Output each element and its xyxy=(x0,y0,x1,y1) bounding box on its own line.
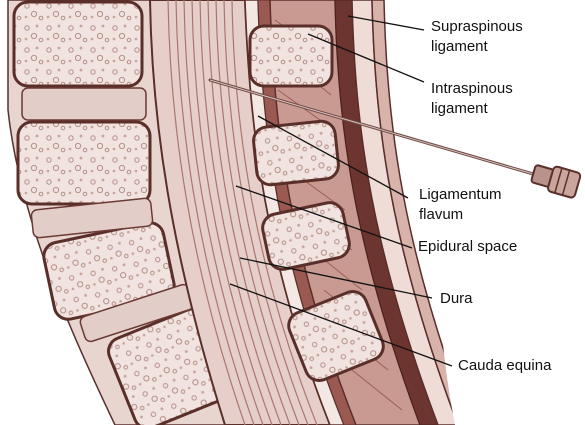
label-intraspinous-line1: Intraspinous xyxy=(431,80,513,98)
label-cauda-equina: Cauda equina xyxy=(458,357,551,375)
intervertebral-disc xyxy=(22,88,146,120)
label-dura: Dura xyxy=(440,290,473,308)
label-epidural-space: Epidural space xyxy=(418,238,517,256)
label-supraspinous-line1: Supraspinous xyxy=(431,18,523,36)
vertebral-body xyxy=(18,122,150,204)
vertebral-body xyxy=(14,2,142,86)
label-intraspinous-line2: ligament xyxy=(431,100,488,118)
spinous-process xyxy=(250,26,332,86)
label-ligamentum-line1: Ligamentum xyxy=(419,186,502,204)
label-supraspinous-line2: ligament xyxy=(431,38,488,56)
label-ligamentum-line2: flavum xyxy=(419,206,463,224)
needle-hub xyxy=(530,161,581,199)
